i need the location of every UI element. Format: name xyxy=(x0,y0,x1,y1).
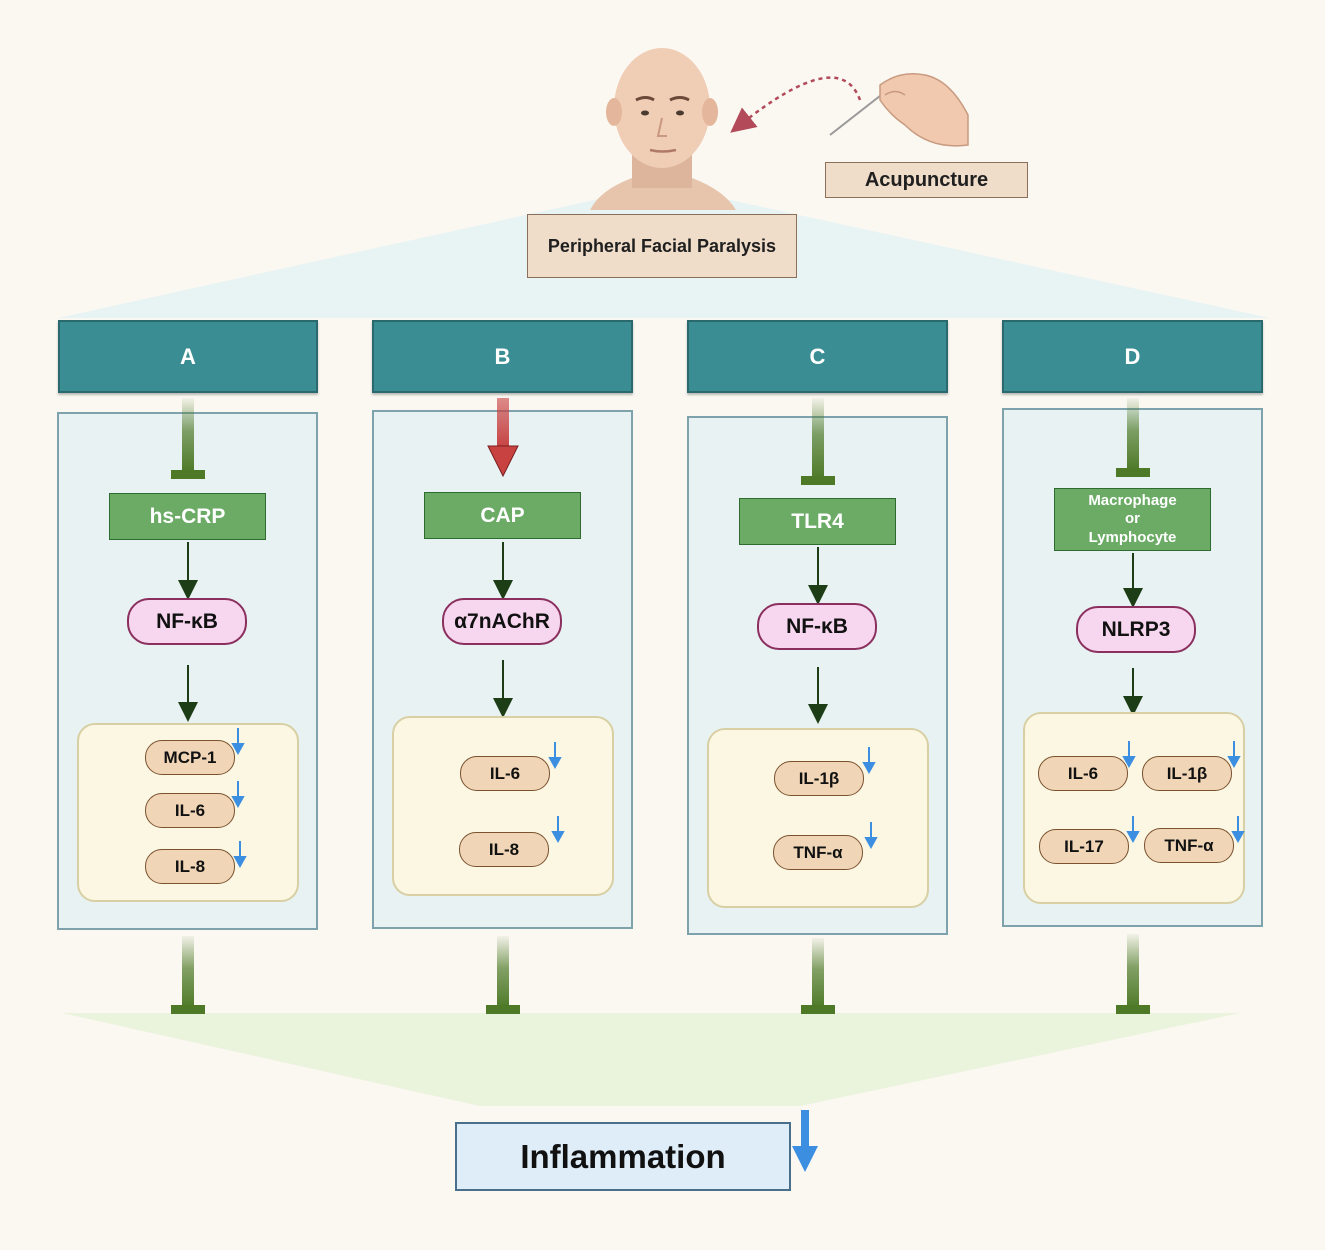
hand-needle-icon xyxy=(829,73,969,147)
acupuncture-arrow xyxy=(730,76,862,133)
upstream-d-line-3: Lymphocyte xyxy=(1088,528,1177,546)
upstream-b: CAP xyxy=(424,492,581,539)
column-d-header: D xyxy=(1002,320,1263,393)
column-a-header: A xyxy=(58,320,318,393)
condition-label: Peripheral Facial Paralysis xyxy=(527,214,797,278)
cytokine-c-2: TNF-α xyxy=(773,835,863,870)
column-b-header: B xyxy=(372,320,633,393)
upstream-a: hs-CRP xyxy=(109,493,266,540)
upstream-d: Macrophage or Lymphocyte xyxy=(1054,488,1211,551)
cytokine-d-4: TNF-α xyxy=(1144,828,1234,863)
down-arrow-icon xyxy=(1231,816,1245,844)
cytokines-d xyxy=(1023,712,1245,904)
down-arrow-icon xyxy=(231,728,245,756)
stem-b xyxy=(487,398,519,478)
upstream-c: TLR4 xyxy=(739,498,896,545)
cytokine-b-1: IL-6 xyxy=(460,756,550,791)
stem-c xyxy=(801,398,835,485)
inflammation-label: Inflammation xyxy=(455,1122,791,1191)
upstream-d-line-1: Macrophage xyxy=(1088,491,1177,509)
bottom-stem-b xyxy=(486,936,520,1014)
mediator-b: α7nAChR xyxy=(442,598,562,645)
bottom-stem-d xyxy=(1116,934,1150,1014)
down-arrow-icon xyxy=(231,781,245,809)
down-arrow-icon xyxy=(862,747,876,775)
cytokine-d-2: IL-1β xyxy=(1142,756,1232,791)
cytokines-c xyxy=(707,728,929,908)
down-arrow-icon xyxy=(548,742,562,770)
down-arrow-icon xyxy=(1122,741,1136,769)
cytokine-a-3: IL-8 xyxy=(145,849,235,884)
acupuncture-label: Acupuncture xyxy=(825,162,1028,198)
mediator-d: NLRP3 xyxy=(1076,606,1196,653)
bottom-stem-a xyxy=(171,936,205,1014)
cytokine-a-2: IL-6 xyxy=(145,793,235,828)
cytokine-b-2: IL-8 xyxy=(459,832,549,867)
cytokine-c-1: IL-1β xyxy=(774,761,864,796)
upstream-d-line-2: or xyxy=(1125,510,1140,528)
down-arrow-icon xyxy=(551,816,565,844)
down-arrow-icon xyxy=(1126,816,1140,844)
cytokine-d-3: IL-17 xyxy=(1039,829,1129,864)
stem-d xyxy=(1116,398,1150,477)
mediator-c: NF-κB xyxy=(757,603,877,650)
bottom-stem-c xyxy=(801,938,835,1014)
down-arrow-icon xyxy=(233,841,247,869)
cytokine-d-1: IL-6 xyxy=(1038,756,1128,791)
stem-a xyxy=(171,398,205,479)
bottom-funnel-shape xyxy=(62,1013,1240,1106)
down-arrow-icon xyxy=(1227,741,1241,769)
down-arrow-icon xyxy=(864,822,878,850)
mediator-a: NF-κB xyxy=(127,598,247,645)
inflammation-down-arrow-icon xyxy=(792,1110,818,1172)
column-c-header: C xyxy=(687,320,948,393)
cytokine-a-1: MCP-1 xyxy=(145,740,235,775)
head-illustration-icon xyxy=(590,48,736,210)
